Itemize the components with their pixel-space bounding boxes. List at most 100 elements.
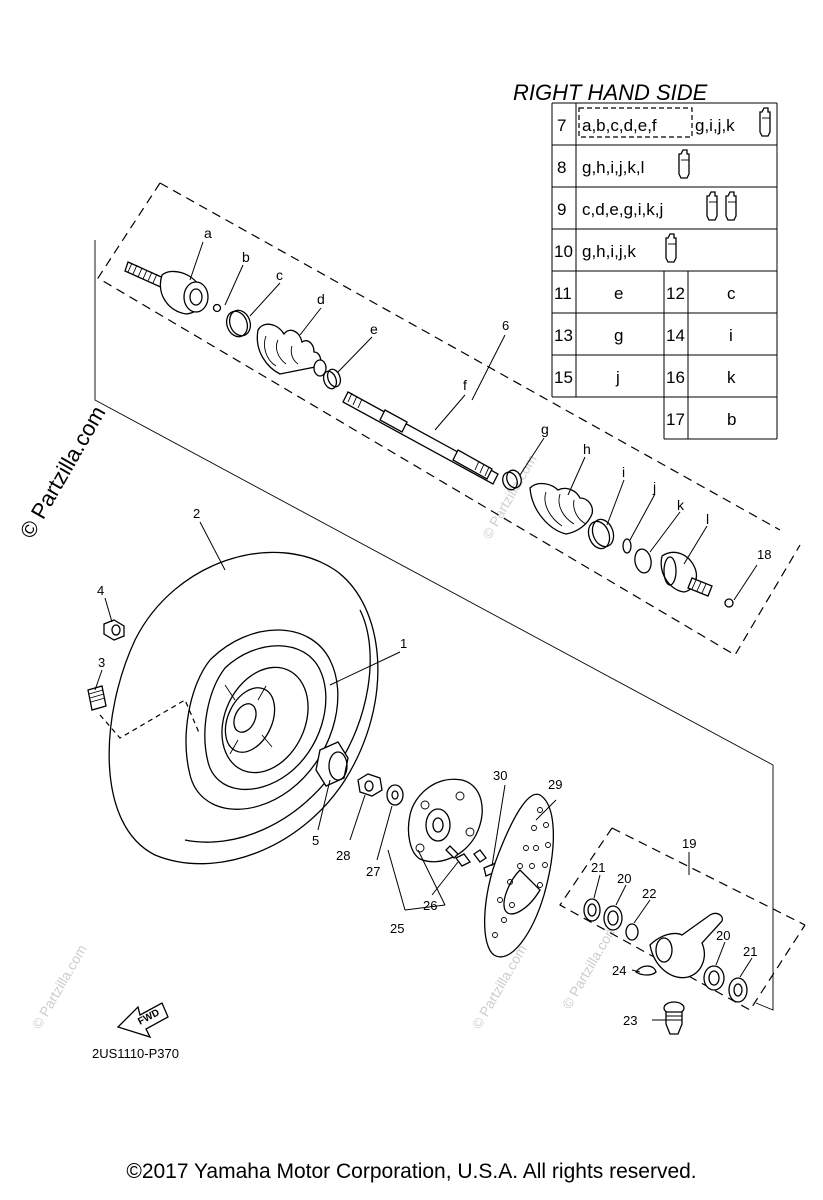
part-label-18: 18 (757, 547, 771, 562)
part-label-4: 4 (97, 583, 104, 598)
grease-tube-icon (665, 233, 677, 263)
table-row-no: 8 (557, 158, 566, 177)
circlip-18 (724, 598, 734, 608)
bearing (703, 965, 725, 991)
part-label-19: 19 (682, 836, 696, 851)
boot-band (225, 309, 252, 338)
circlip (212, 303, 222, 313)
part-label-1: 1 (400, 636, 407, 651)
cv-joint-inner (660, 551, 713, 597)
sub-part-labels: a b c d e f g h i j k l (204, 225, 709, 527)
part-label-d: d (317, 291, 325, 307)
table-pair-no: 13 (554, 326, 573, 345)
table-row-parts: g,h,i,j,k,l (582, 158, 644, 177)
partzilla-watermark: © Partzilla.com (15, 402, 111, 543)
washer (386, 784, 404, 806)
table-pair-val: k (727, 368, 736, 387)
cv-joint-outer (124, 261, 209, 315)
table-row-parts: c,d,e,g,i,k,j (582, 200, 663, 219)
cv-boot-inner (529, 482, 594, 535)
part-label-g: g (541, 421, 549, 437)
part-label-j: j (652, 479, 656, 495)
part-label-20: 20 (617, 871, 631, 886)
part-label-i: i (622, 464, 625, 480)
table-pair-val: j (615, 368, 620, 387)
part-label-6: 6 (502, 318, 509, 333)
wheel-tire (99, 551, 379, 865)
watermark-text: © Partzilla.com (559, 922, 620, 1012)
part-label-k: k (677, 497, 685, 513)
table-pair-val: e (614, 284, 623, 303)
part-label-25: 25 (390, 921, 404, 936)
grease-tube-icon (706, 191, 718, 221)
wheel-hub (407, 778, 483, 863)
table-pair-no: 11 (554, 284, 572, 303)
part-label-e: e (370, 321, 378, 337)
part-label-24: 24 (612, 963, 626, 978)
diagram-code: 2US1110-P370 (92, 1046, 179, 1061)
part-label-3: 3 (98, 655, 105, 670)
cv-boot (256, 323, 327, 377)
table-pair-no: 15 (554, 368, 573, 387)
bearing (603, 905, 623, 931)
table-row-parts: g,h,i,j,k (582, 242, 636, 261)
part-label-2: 2 (193, 506, 200, 521)
watermark-text: © Partzilla.com (479, 452, 540, 542)
circlip-22 (625, 923, 639, 941)
table-pair-val: g (614, 326, 623, 345)
part-label-27: 27 (366, 864, 380, 879)
ball-joint-clip (635, 965, 657, 976)
table-row-no: 10 (554, 242, 573, 261)
ball-joint (663, 1001, 685, 1035)
boot-band-inner-small (502, 469, 522, 491)
part-label-20: 20 (716, 928, 730, 943)
table-pair-no: 17 (666, 410, 685, 429)
part-label-21: 21 (743, 944, 757, 959)
part-label-f: f (463, 377, 467, 393)
table-pair-val: c (727, 284, 736, 303)
grease-tube-icon (678, 149, 690, 179)
axle-nut (357, 773, 383, 797)
table-pair-no: 14 (666, 326, 685, 345)
table-pair-val: b (727, 410, 736, 429)
part-number-labels: 1 2 3 4 5 6 18 19 20 20 21 21 22 23 24 2… (97, 318, 771, 1028)
table-row-no: 9 (557, 200, 566, 219)
oil-seal (583, 898, 601, 922)
table-pair-no: 12 (666, 284, 685, 303)
drive-shaft-assembly (94, 182, 801, 766)
grease-tube-icon (759, 107, 771, 137)
table-pair-val: i (729, 326, 733, 345)
boot-band-small (322, 368, 342, 390)
part-label-h: h (583, 441, 591, 457)
knuckle-assembly (559, 827, 806, 1011)
part-label-c: c (276, 267, 283, 283)
snap-ring (634, 548, 652, 574)
part-label-l: l (706, 511, 709, 527)
watermark-text: © Partzilla.com (29, 942, 90, 1032)
part-label-23: 23 (623, 1013, 637, 1028)
oil-seal (728, 977, 748, 1003)
table-pair-no: 16 (666, 368, 685, 387)
forward-arrow-icon: FWD (116, 1002, 169, 1039)
circlip-j (622, 538, 632, 554)
tire-valve (87, 685, 107, 711)
part-label-30: 30 (493, 768, 507, 783)
parts-kit-table: RIGHT HAND SIDE 7 8 9 10 a,b,c,d,e,f g,i… (513, 80, 778, 440)
part-label-a: a (204, 225, 212, 241)
grease-tube-icon (725, 191, 737, 221)
part-label-b: b (242, 249, 250, 265)
table-row-group: a,b,c,d,e,f (582, 116, 657, 135)
copyright-notice: ©2017 Yamaha Motor Corporation, U.S.A. A… (126, 1160, 697, 1183)
axle-shaft (342, 391, 499, 485)
part-label-26: 26 (423, 898, 437, 913)
part-label-28: 28 (336, 848, 350, 863)
brake-disc (483, 793, 555, 958)
boot-band-large (587, 518, 615, 550)
part-label-22: 22 (642, 886, 656, 901)
table-title: RIGHT HAND SIDE (513, 80, 708, 105)
leader-lines (94, 241, 758, 1021)
hub-bolt (445, 845, 471, 867)
table-row-parts: g,i,j,k (695, 116, 735, 135)
part-label-21: 21 (591, 860, 605, 875)
